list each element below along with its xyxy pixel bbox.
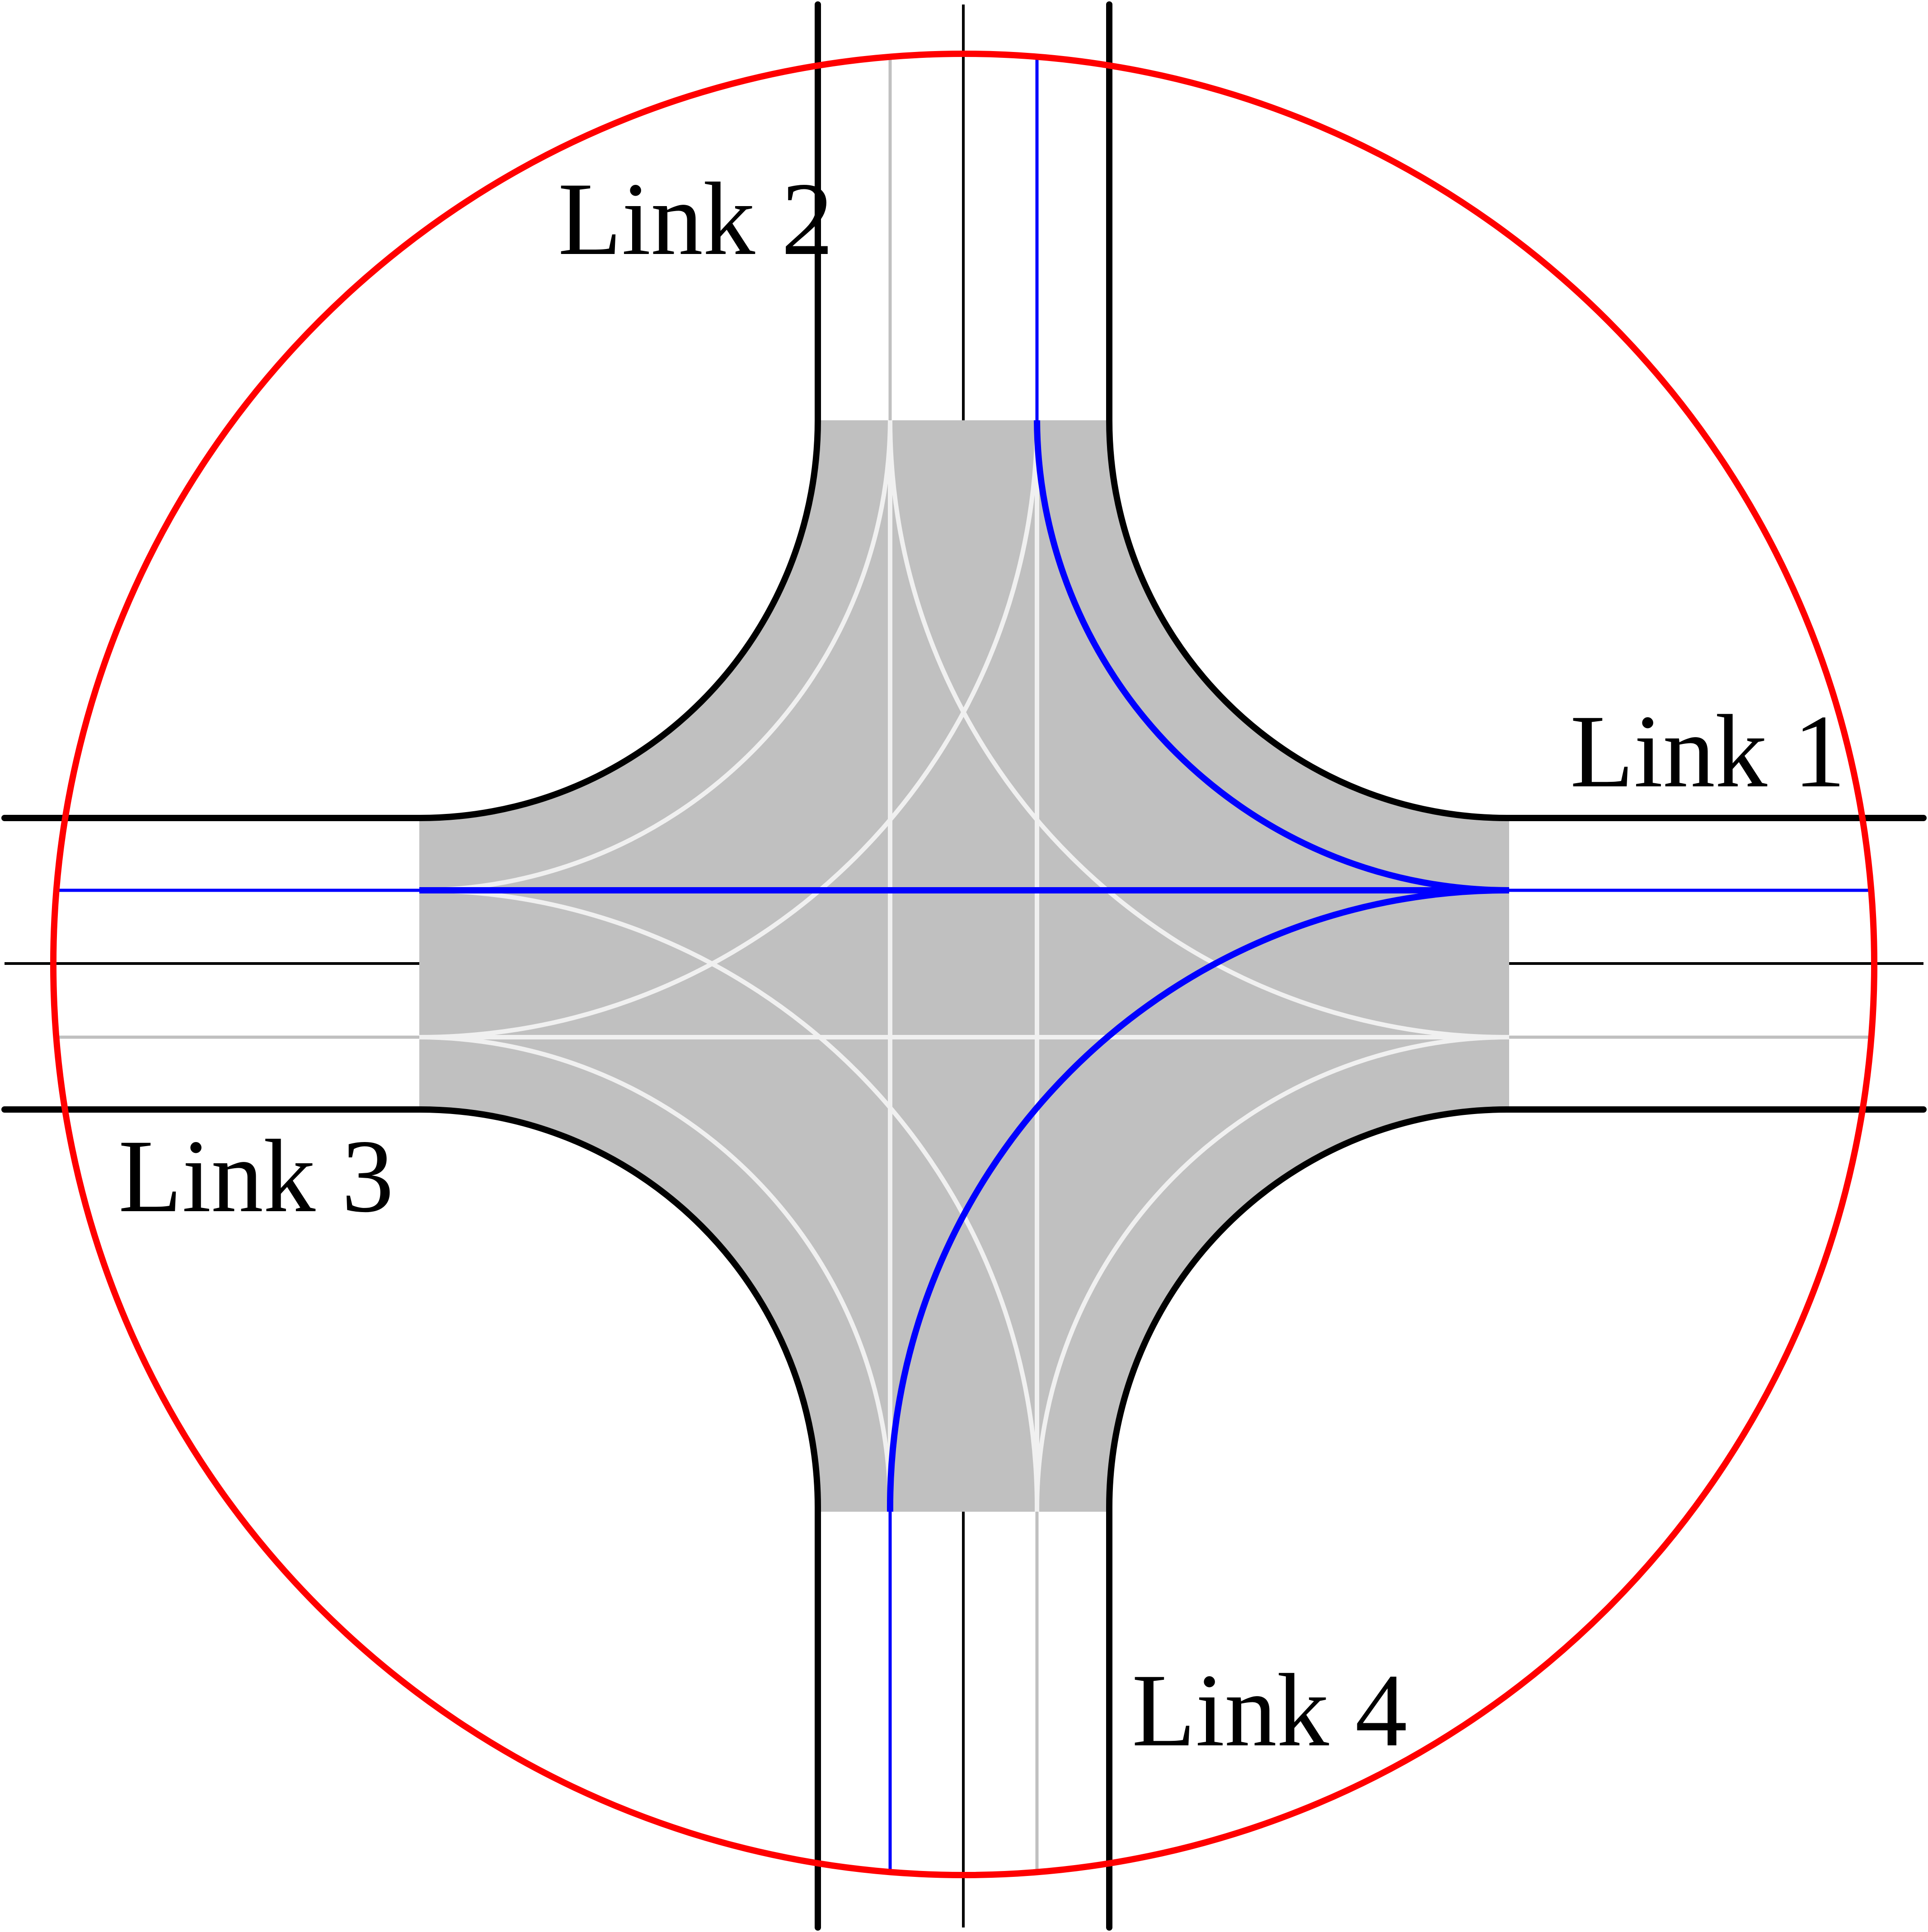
turning-paths (419, 420, 1510, 1512)
label-link4: Link 4 (1132, 1652, 1407, 1768)
path-left-turn-to-link4 (887, 887, 1510, 1512)
center-lines (5, 5, 1923, 1927)
label-link2: Link 2 (558, 161, 834, 277)
boundary-circle (50, 51, 1877, 1878)
label-link3: Link 3 (118, 1118, 394, 1234)
label-link1: Link 1 (1570, 693, 1846, 809)
active-paths (58, 58, 1871, 1871)
path-right-turn-to-link2 (1034, 420, 1510, 893)
intersection-area (419, 420, 1509, 1512)
